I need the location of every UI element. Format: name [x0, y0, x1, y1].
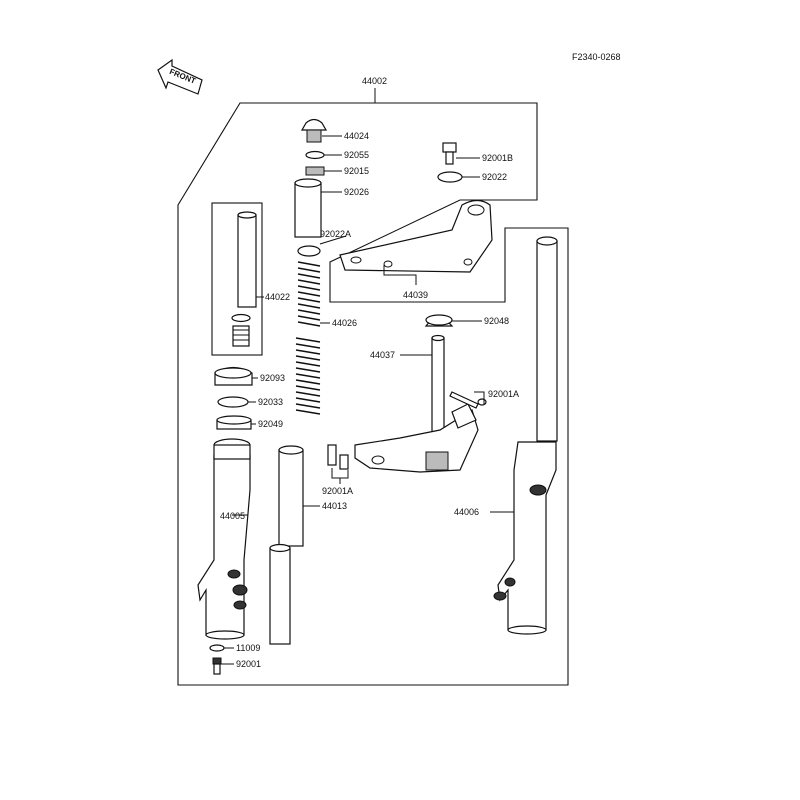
label-92049: 92049 [258, 419, 283, 429]
label-92033: 92033 [258, 397, 283, 407]
box-44022 [211, 202, 263, 356]
part-92033 [217, 396, 249, 408]
part-92022 [437, 171, 463, 183]
label-44005: 44005 [220, 511, 245, 521]
part-11009 [209, 644, 225, 652]
part-92048 [424, 314, 454, 327]
label-92026: 92026 [344, 187, 369, 197]
part-92055 [305, 150, 325, 160]
label-44002: 44002 [362, 76, 387, 86]
label-92022: 92022 [482, 172, 507, 182]
label-44039: 44039 [403, 290, 428, 300]
part-44005 [197, 438, 251, 640]
part-92001A-right [449, 391, 487, 409]
label-92001B: 92001B [482, 153, 513, 163]
label-44013: 44013 [322, 501, 347, 511]
label-92055: 92055 [344, 150, 369, 160]
label-44024: 44024 [344, 131, 369, 141]
part-44006 [493, 236, 558, 635]
label-44037: 44037 [370, 350, 395, 360]
label-92015: 92015 [344, 166, 369, 176]
part-44022 [231, 211, 257, 347]
part-92049 [216, 415, 252, 430]
label-92022A: 92022A [320, 229, 351, 239]
part-44039 [339, 199, 493, 273]
part-44037 [354, 334, 479, 473]
assembly-frame-44002 [177, 102, 569, 686]
part-44024 [300, 118, 328, 143]
front-arrow-icon: FRONT [157, 58, 203, 95]
part-44026 [295, 261, 321, 415]
part-92001A-left [327, 444, 349, 470]
drawing-code: F2340-0268 [572, 52, 621, 62]
label-44006: 44006 [454, 507, 479, 517]
label-92048: 92048 [484, 316, 509, 326]
label-11009: 11009 [236, 643, 260, 653]
label-92001A-right: 92001A [488, 389, 519, 399]
part-92015 [305, 166, 325, 176]
label-92093: 92093 [260, 373, 285, 383]
part-92022A [297, 245, 321, 257]
part-92026 [294, 178, 322, 238]
part-92001B [442, 142, 457, 165]
part-44013 [269, 445, 304, 645]
part-92001 [212, 657, 222, 675]
label-44026: 44026 [332, 318, 357, 328]
part-92093 [214, 366, 253, 386]
label-44022: 44022 [265, 292, 290, 302]
label-92001A-left: 92001A [322, 486, 353, 496]
label-92001: 92001 [236, 659, 261, 669]
